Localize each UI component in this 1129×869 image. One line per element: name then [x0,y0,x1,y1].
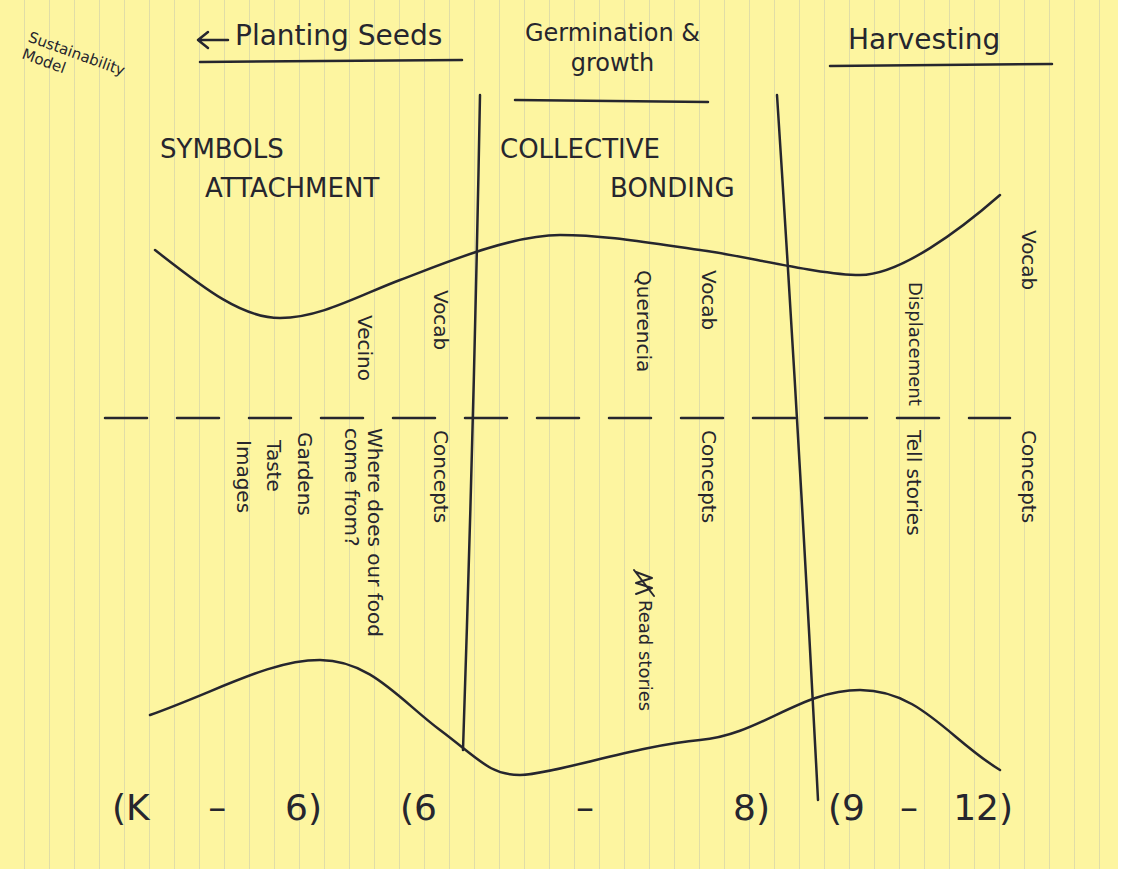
pointer-arrow [198,32,228,48]
model-note: Sustainability Model [20,28,145,103]
stage-heading: Germination & growth [520,18,705,78]
concepts-heading: Concepts [1017,430,1040,523]
crossed-out-word [634,570,654,596]
vocab-heading: Vocab [697,270,720,330]
concept-item: Tell stories [902,430,925,536]
vocab-heading: Vocab [1017,230,1040,290]
stage-heading: Harvesting [848,24,1000,56]
concepts-heading: Concepts [697,430,720,523]
grade-range: (9 – 12) [828,790,1013,826]
theme-heading: SYMBOLS ATTACHMENT [160,130,425,208]
concept-item: Read stories [634,600,655,711]
stage-heading: Planting Seeds [235,20,442,52]
vocab-word: Querencia [632,270,655,372]
dashed-divider [105,417,1010,420]
column-divider [777,95,818,800]
concept-item: Taste [262,440,285,492]
concepts-heading: Concepts [429,430,452,523]
bottom-wave [150,660,1000,775]
heading-underline [515,100,708,102]
concept-item: Where does our food come from? [340,428,386,688]
heading-underline [830,64,1052,66]
page-edge [1118,0,1129,869]
grade-range: (K – 6) [112,790,322,826]
top-wave [155,195,1000,318]
concept-item: Gardens [293,432,316,516]
vocab-word: Vecino [353,315,376,381]
grade-range: (6 – 8) [400,790,770,826]
vocab-word: Displacement [904,282,925,406]
column-divider [463,95,480,750]
vocab-heading: Vocab [429,290,452,350]
heading-underline [200,60,462,62]
theme-heading: COLLECTIVE BONDING [500,130,780,208]
concept-item: Images [232,440,255,513]
